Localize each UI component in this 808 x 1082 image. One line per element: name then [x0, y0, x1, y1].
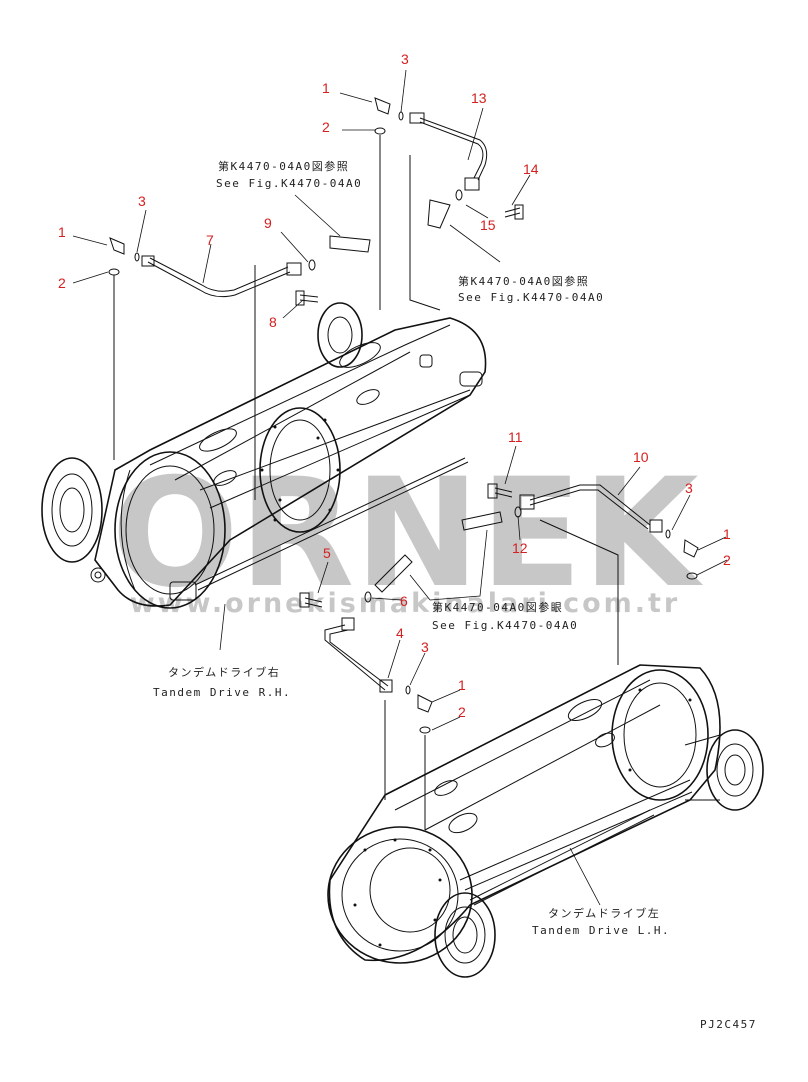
callout-top-1: 1 — [322, 80, 330, 96]
callout-mid-4: 4 — [396, 625, 404, 641]
callout-left-1: 1 — [58, 224, 66, 240]
lh-label-en: Tandem Drive L.H. — [532, 924, 670, 937]
bolt-14 — [504, 207, 521, 218]
fig-ref-1-jp: 第K4470-04A0図参照 — [218, 159, 349, 173]
fig-ref-3-en: See Fig.K4470-04A0 — [432, 619, 578, 632]
callout-top-2: 2 — [322, 119, 330, 135]
watermark: ORNEK www.ornekismakinalari.com.tr — [111, 447, 703, 621]
rh-label-en: Tandem Drive R.H. — [153, 686, 291, 699]
tandem-drive-rh — [41, 302, 487, 609]
callout-left-3: 3 — [138, 193, 146, 209]
callout-top-3: 3 — [401, 51, 409, 67]
bolt-5 — [304, 597, 323, 608]
callout-top-15: 15 — [480, 217, 496, 233]
callout-right-1: 1 — [723, 526, 731, 542]
callout-right-11: 11 — [508, 429, 523, 445]
adapter-ref-12 — [461, 511, 503, 531]
lh-label-jp: タンデムドライブ左 — [548, 906, 660, 920]
callout-mid-2: 2 — [458, 704, 466, 720]
pipe-7 — [147, 261, 291, 298]
fig-ref-1-en: See Fig.K4470-04A0 — [216, 177, 362, 190]
callout-left-9: 9 — [264, 215, 272, 231]
pipe-10 — [529, 484, 651, 526]
adapter-ref-6 — [374, 554, 413, 593]
tandem-drive-lh — [327, 664, 764, 978]
bolt-11 — [494, 487, 513, 498]
rh-label-jp: タンデムドライブ右 — [168, 665, 280, 679]
reference-labels: 第K4470-04A0図参照 See Fig.K4470-04A0 第K4470… — [153, 159, 757, 1031]
callout-top-13: 13 — [471, 90, 487, 106]
callout-right-10: 10 — [633, 449, 649, 465]
watermark-url: www.ornekismakinalari.com.tr — [130, 588, 681, 619]
pipe-13 — [419, 117, 488, 181]
callout-top-14: 14 — [523, 161, 539, 177]
adapter-ref-15 — [427, 199, 451, 229]
callout-mid-3: 3 — [421, 639, 429, 655]
callout-right-12: 12 — [512, 540, 528, 556]
callout-left-8: 8 — [269, 314, 277, 330]
callout-mid-6: 6 — [400, 593, 408, 609]
callout-numbers: 1 2 3 13 14 15 1 2 3 7 8 9 10 11 12 3 1 … — [58, 51, 731, 720]
bolt-8 — [299, 294, 319, 303]
fig-ref-2-jp: 第K4470-04A0図参照 — [458, 274, 589, 288]
adapter-ref-9 — [329, 235, 371, 253]
callout-mid-1: 1 — [458, 677, 466, 693]
fig-ref-3-jp: 第K4470-04A0図参眼 — [432, 600, 563, 614]
callout-right-2: 2 — [723, 552, 731, 568]
pipe-4 — [324, 624, 386, 691]
drawing-code: PJ2C457 — [700, 1018, 757, 1031]
callout-left-7: 7 — [206, 232, 214, 248]
fig-ref-2-en: See Fig.K4470-04A0 — [458, 291, 604, 304]
callout-left-2: 2 — [58, 275, 66, 291]
callout-right-3: 3 — [685, 480, 693, 496]
callout-mid-5: 5 — [323, 545, 331, 561]
